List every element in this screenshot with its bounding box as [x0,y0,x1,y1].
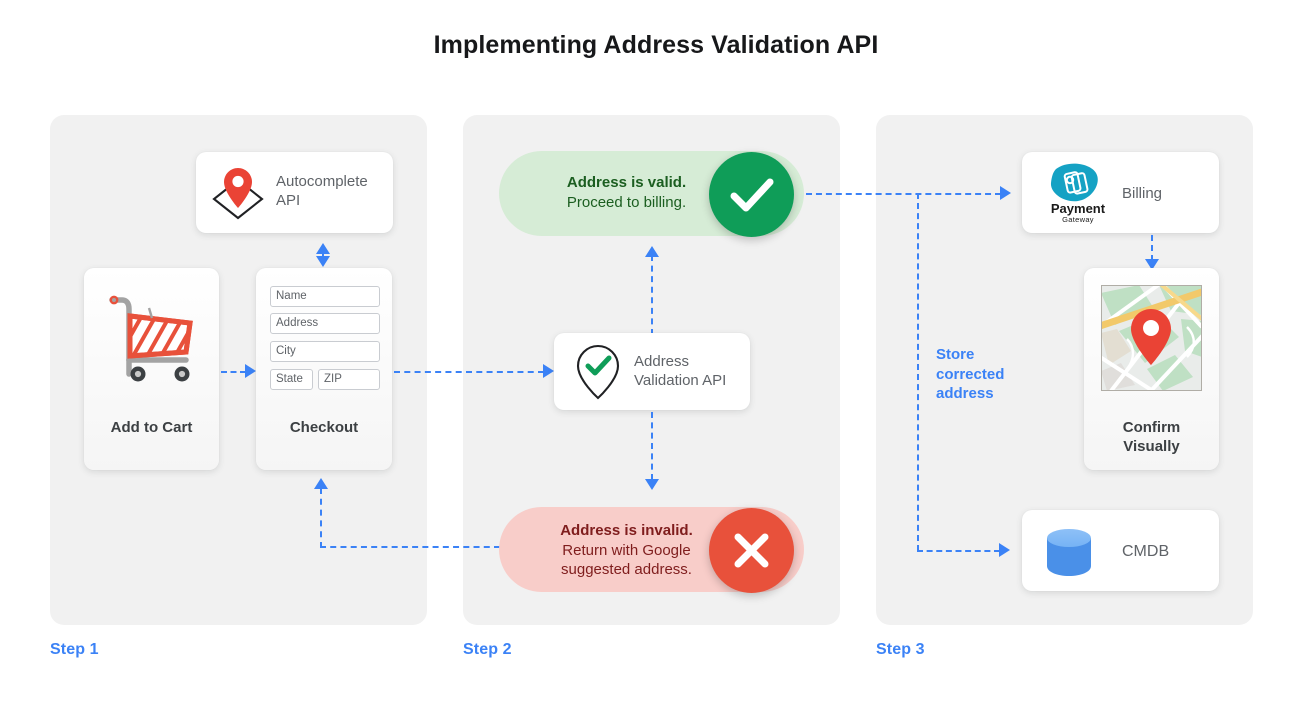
address-valid-line2: Proceed to billing. [566,193,687,211]
page-title: Implementing Address Validation API [433,31,879,59]
connector-line [651,255,653,335]
zip-field-placeholder: ZIP [324,372,342,385]
connector-line [320,546,500,548]
connector-line [1151,235,1153,261]
add-to-cart-card[interactable]: Add to Cart [84,268,219,470]
address-valid-line1: Address is valid. [566,174,687,191]
autocomplete-api-label-line2: API [276,192,301,210]
connector-line [320,488,322,548]
address-validation-api-card[interactable]: Address Validation API [554,333,750,410]
connector-line [917,193,919,551]
address-invalid-line2: Return with Google [562,541,691,559]
connector-arrow-right [1000,186,1011,200]
map-pin-diamond-icon [210,166,266,220]
address-invalid-text: Address is invalid. Return with Google s… [529,521,724,580]
checkout-label: Checkout [289,419,359,436]
state-field[interactable]: State [270,369,313,390]
add-to-cart-label: Add to Cart [110,419,193,436]
address-validation-api-line2: Validation API [634,372,727,390]
address-validation-api-line1: Address [634,353,690,370]
svg-text:Gateway: Gateway [1062,215,1094,224]
name-field[interactable]: Name [270,286,380,307]
connector-arrow-up [314,478,328,489]
cmdb-card[interactable]: CMDB [1022,510,1219,591]
checkout-card[interactable]: Name Address City State ZIP Checkout [256,268,392,470]
address-invalid-line3: suggested address. [561,561,692,578]
store-corrected-address-note: Store corrected address [936,345,1004,404]
store-note-line3: address [936,385,994,402]
step-3-label: Step 3 [876,641,925,658]
city-field-placeholder: City [276,344,296,357]
address-invalid-line1: Address is invalid. [560,522,693,539]
store-note-line1: Store [936,346,975,363]
name-field-placeholder: Name [276,289,307,302]
store-note-line2: corrected [936,365,1005,383]
connector-arrow-up [645,246,659,257]
confirm-visually-line1: Confirm [1122,419,1181,436]
address-field[interactable]: Address [270,313,380,334]
autocomplete-api-label-line1: Autocomplete [276,173,368,190]
connector-arrow-down [645,479,659,490]
zip-field[interactable]: ZIP [318,369,380,390]
connector-line [917,550,1000,552]
map-thumbnail-icon [1101,285,1202,391]
confirm-visually-line2: Visually [1123,438,1180,455]
address-valid-text: Address is valid. Proceed to billing. [529,173,724,212]
city-field[interactable]: City [270,341,380,362]
connector-line [651,412,653,480]
confirm-visually-card[interactable]: Confirm Visually [1084,268,1219,470]
connector-line [394,371,544,373]
database-cylinder-icon [1042,526,1098,578]
cmdb-label: CMDB [1122,543,1170,560]
connector-arrow-down [1145,259,1159,270]
payment-gateway-logo-icon: Payment Gateway [1042,161,1114,225]
step-1-label: Step 1 [50,641,99,658]
connector-line [221,371,246,373]
connector-arrow-right [245,364,256,378]
billing-label: Billing [1122,185,1163,202]
connector-line [322,252,324,258]
billing-card[interactable]: Payment Gateway Billing [1022,152,1219,233]
connector-arrow-right [543,364,554,378]
connector-arrow-up [316,243,330,254]
pin-check-icon [570,343,626,401]
autocomplete-api-card[interactable]: Autocomplete API [196,152,393,233]
check-circle-icon [709,152,794,237]
state-field-placeholder: State [276,372,303,385]
svg-text:Payment: Payment [1051,201,1106,216]
connector-arrow-down [316,256,330,267]
shopping-cart-icon [102,286,202,386]
step-2-label: Step 2 [463,641,512,658]
address-field-placeholder: Address [276,316,319,329]
connector-line [806,193,1001,195]
x-circle-icon [709,508,794,593]
connector-arrow-right [999,543,1010,557]
